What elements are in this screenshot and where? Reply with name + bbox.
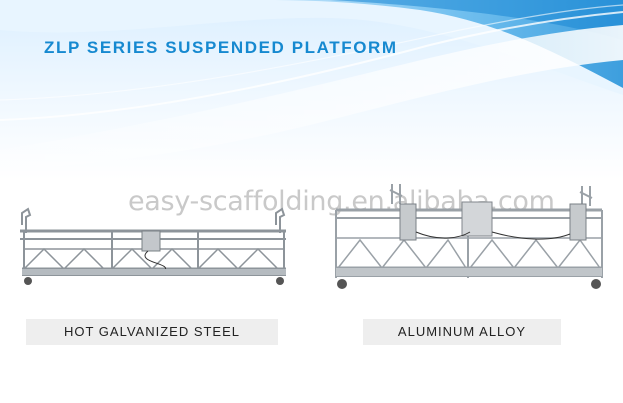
suspended-platform-dual-motor-icon bbox=[335, 184, 603, 289]
product-label-steel: HOT GALVANIZED STEEL bbox=[26, 319, 278, 345]
header-wave-background bbox=[0, 0, 623, 180]
suspended-platform-single-motor-icon bbox=[20, 207, 286, 285]
page-title: ZLP SERIES SUSPENDED PLATFORM bbox=[44, 38, 398, 57]
product-label-aluminum: ALUMINUM ALLOY bbox=[363, 319, 561, 345]
